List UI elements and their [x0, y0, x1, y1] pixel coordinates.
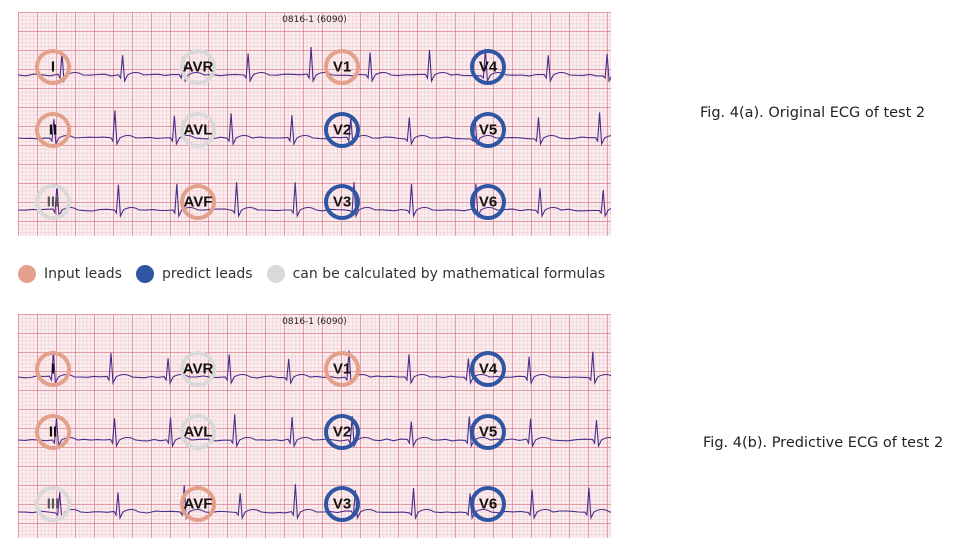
lead-label-i: I	[50, 360, 56, 378]
lead-marker-input-icon	[180, 486, 216, 522]
lead-label-avr: AVR	[182, 360, 214, 378]
ecg-trace-line	[18, 182, 611, 219]
lead-marker-input-icon	[35, 112, 71, 148]
legend-label-predict: predict leads	[161, 266, 253, 282]
lead-label-i: I	[50, 58, 56, 76]
lead-label-v1: V1	[332, 360, 352, 378]
ecg-trace-line	[18, 414, 611, 449]
ecg-traces	[18, 350, 611, 521]
ecg-record-title: 0816-1 (6090)	[282, 317, 347, 327]
lead-label-avr: AVR	[182, 58, 214, 76]
figure-caption-original: Fig. 4(a). Original ECG of test 2	[700, 105, 926, 121]
legend-label-calc: can be calculated by mathematical formul…	[292, 266, 606, 282]
lead-label-v2: V2	[332, 121, 352, 139]
predict-lead-dot-icon	[135, 265, 154, 283]
ecg-traces	[18, 46, 611, 219]
lead-label-v1: V1	[332, 58, 352, 76]
legend-item-predict: predict leads	[135, 265, 253, 283]
lead-label-v5: V5	[478, 121, 498, 139]
legend-item-input: Input leads	[18, 265, 122, 283]
figure-caption-predictive: Fig. 4(b). Predictive ECG of test 2	[703, 435, 944, 451]
lead-label-v6: V6	[478, 193, 498, 211]
lead-marker-predict-icon	[470, 351, 506, 387]
ecg-trace-line	[18, 350, 611, 386]
calc-lead-dot-icon	[266, 265, 285, 283]
lead-label-avf: AVF	[183, 193, 213, 211]
lead-marker-predict-icon	[324, 112, 360, 148]
legend-label-input: Input leads	[44, 266, 122, 282]
lead-marker-input-icon	[180, 184, 216, 220]
lead-label-avf: AVF	[183, 495, 213, 513]
ecg-record-title: 0816-1 (6090)	[282, 15, 347, 25]
lead-label-v4: V4	[478, 58, 498, 76]
lead-marker-predict-icon	[324, 184, 360, 220]
lead-label-v2: V2	[332, 423, 352, 441]
lead-label-v5: V5	[478, 423, 498, 441]
ecg-trace-line	[18, 110, 611, 147]
lead-marker-predict-icon	[470, 49, 506, 85]
lead-marker-calc-icon	[180, 112, 216, 148]
input-lead-dot-icon	[18, 265, 36, 283]
lead-label-iii: III	[46, 495, 60, 513]
lead-label-v4: V4	[478, 360, 498, 378]
lead-marker-input-icon	[35, 414, 71, 450]
lead-marker-calc-icon	[35, 486, 71, 522]
ecg-trace-line	[18, 484, 611, 521]
lead-label-v3: V3	[332, 193, 352, 211]
lead-marker-calc-icon	[35, 184, 71, 220]
lead-label-v3: V3	[332, 495, 352, 513]
lead-marker-predict-icon	[324, 414, 360, 450]
lead-marker-predict-icon	[470, 486, 506, 522]
ecg-trace-line	[18, 46, 611, 84]
lead-marker-input-icon	[324, 49, 360, 85]
lead-label-ii: II	[48, 121, 58, 139]
lead-marker-input-icon	[324, 351, 360, 387]
lead-label-iii: III	[46, 193, 60, 211]
lead-marker-predict-icon	[470, 112, 506, 148]
lead-marker-calc-icon	[180, 49, 216, 85]
lead-marker-predict-icon	[324, 486, 360, 522]
lead-label-v6: V6	[478, 495, 498, 513]
lead-marker-predict-icon	[470, 184, 506, 220]
lead-marker-predict-icon	[470, 414, 506, 450]
lead-marker-input-icon	[35, 351, 71, 387]
lead-marker-input-icon	[35, 49, 71, 85]
lead-label-avl: AVL	[183, 121, 213, 139]
lead-marker-calc-icon	[180, 414, 216, 450]
lead-label-avl: AVL	[183, 423, 213, 441]
lead-legend: Input leads predict leads can be calcula…	[18, 264, 619, 284]
lead-marker-calc-icon	[180, 351, 216, 387]
lead-label-ii: II	[48, 423, 58, 441]
legend-item-calc: can be calculated by mathematical formul…	[266, 265, 606, 283]
